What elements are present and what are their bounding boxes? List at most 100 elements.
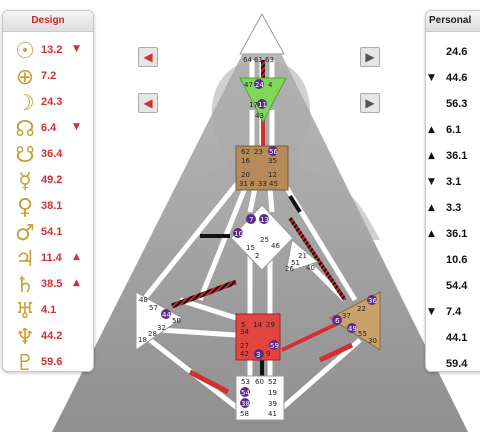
personality-direction-icon: ▲ bbox=[428, 125, 435, 135]
head-center bbox=[239, 12, 285, 55]
svg-text:28: 28 bbox=[148, 330, 157, 338]
design-gate-value: 24.3 bbox=[41, 96, 63, 108]
design-direction-icon: ▲ bbox=[73, 252, 80, 262]
svg-text:60: 60 bbox=[255, 378, 264, 386]
personality-row: 59.4 bbox=[426, 353, 480, 371]
design-row: ♂ 54.1 bbox=[3, 221, 93, 247]
svg-text:6: 6 bbox=[335, 317, 340, 325]
design-gate-value: 7.2 bbox=[41, 70, 57, 82]
svg-text:57: 57 bbox=[149, 304, 158, 312]
svg-text:11: 11 bbox=[258, 101, 267, 109]
arrow-left-icon: ◀ bbox=[143, 50, 153, 64]
svg-text:54: 54 bbox=[241, 389, 250, 397]
svg-text:63: 63 bbox=[265, 56, 274, 64]
g-center bbox=[230, 204, 294, 271]
prev-design-step-button[interactable]: ◀ bbox=[138, 93, 158, 113]
svg-text:4: 4 bbox=[268, 81, 273, 89]
personality-gate-value: 56.3 bbox=[446, 98, 468, 110]
design-gate-value: 59.6 bbox=[41, 356, 63, 368]
svg-text:23: 23 bbox=[254, 148, 263, 156]
personality-row: ▲3.3 bbox=[426, 197, 480, 223]
gate-labels: 64 61 63 47 24 4 17 11 43 62 23 56 16 35… bbox=[138, 56, 377, 418]
ajna-center bbox=[239, 77, 287, 124]
body-silhouette bbox=[52, 15, 468, 432]
svg-text:22: 22 bbox=[357, 305, 366, 313]
solar-plexus-center bbox=[329, 291, 381, 351]
neptune-icon: ♆ bbox=[15, 325, 35, 350]
svg-text:27: 27 bbox=[240, 342, 249, 350]
svg-text:32: 32 bbox=[157, 324, 166, 332]
design-gate-value: 13.2 bbox=[41, 44, 63, 56]
svg-text:18: 18 bbox=[138, 336, 147, 344]
personality-gate-value: 3.1 bbox=[446, 176, 462, 188]
personality-row: 44.1 bbox=[426, 327, 480, 353]
prev-design-button[interactable]: ◀ bbox=[138, 47, 158, 67]
svg-text:34: 34 bbox=[240, 328, 249, 336]
mars-icon: ♂ bbox=[15, 221, 35, 246]
design-row: ♃ 11.4 ▲ bbox=[3, 247, 93, 273]
svg-text:19: 19 bbox=[268, 389, 277, 397]
svg-text:52: 52 bbox=[268, 378, 277, 386]
svg-text:15: 15 bbox=[246, 244, 255, 252]
svg-text:17: 17 bbox=[249, 101, 258, 109]
personality-direction-icon: ▼ bbox=[428, 177, 435, 187]
svg-text:55: 55 bbox=[358, 330, 367, 338]
personality-row: ▼ 7.4 bbox=[426, 301, 480, 327]
sacral-center bbox=[235, 313, 281, 361]
svg-text:7: 7 bbox=[249, 216, 253, 224]
personality-row: 10.6 bbox=[426, 249, 480, 275]
venus-icon: ♀ bbox=[16, 195, 34, 220]
svg-text:59: 59 bbox=[270, 342, 279, 350]
south-node-icon: ☋ bbox=[15, 143, 35, 168]
ego-center bbox=[285, 239, 320, 273]
svg-text:21: 21 bbox=[298, 252, 307, 260]
design-panel: Design ☉13.2▼⊕7.2☽24.3☊6.4▼☋36.4☿49.2♀38… bbox=[2, 10, 94, 372]
personality-gate-value: 10.6 bbox=[446, 254, 468, 266]
design-gate-value: 6.4 bbox=[41, 122, 57, 134]
svg-text:3: 3 bbox=[256, 351, 260, 359]
jupiter-icon: ♃ bbox=[15, 247, 35, 272]
design-gate-value: 11.4 bbox=[41, 252, 62, 264]
svg-text:37: 37 bbox=[342, 312, 351, 320]
design-row: ☉13.2▼ bbox=[3, 39, 93, 65]
personality-gate-value: 44.1 bbox=[446, 332, 468, 344]
arrow-right-icon: ▶ bbox=[365, 96, 375, 110]
design-gate-value: 44.2 bbox=[41, 330, 63, 342]
svg-text:64: 64 bbox=[243, 56, 252, 64]
personality-direction-icon: ▲ bbox=[428, 151, 435, 161]
svg-text:12: 12 bbox=[268, 171, 277, 179]
next-personality-step-button[interactable]: ▶ bbox=[360, 93, 380, 113]
design-row: ☋36.4 bbox=[3, 143, 93, 169]
design-row: ☿49.2 bbox=[3, 169, 93, 195]
svg-text:38: 38 bbox=[241, 400, 250, 408]
design-row: ♇ 59.6 bbox=[3, 351, 93, 372]
svg-text:39: 39 bbox=[268, 400, 277, 408]
design-gate-value: 49.2 bbox=[41, 174, 63, 186]
personality-gate-value: 7.4 bbox=[446, 306, 462, 318]
design-gate-value: 54.1 bbox=[41, 226, 63, 238]
next-personality-button[interactable]: ▶ bbox=[360, 47, 380, 67]
svg-text:5: 5 bbox=[241, 321, 245, 329]
design-row: ♄38.5▲ bbox=[3, 273, 93, 299]
svg-text:44: 44 bbox=[162, 311, 171, 319]
north-node-icon: ☊ bbox=[15, 117, 35, 142]
design-row: ☊ 6.4 ▼ bbox=[3, 117, 93, 143]
svg-text:41: 41 bbox=[268, 410, 277, 418]
design-panel-title: Design bbox=[3, 11, 93, 32]
svg-text:42: 42 bbox=[240, 350, 249, 358]
personality-direction-icon: ▼ bbox=[428, 307, 435, 317]
svg-text:35: 35 bbox=[268, 157, 277, 165]
saturn-icon: ♄ bbox=[15, 273, 35, 298]
moon-icon: ☽ bbox=[15, 91, 35, 116]
root-center bbox=[235, 375, 285, 421]
svg-text:43: 43 bbox=[255, 112, 264, 120]
personality-gate-value: 54.4 bbox=[446, 280, 468, 292]
personality-direction-icon: ▲ bbox=[428, 203, 435, 213]
design-direction-icon: ▼ bbox=[73, 122, 80, 132]
pluto-icon: ♇ bbox=[15, 351, 35, 372]
personality-gate-value: 44.6 bbox=[446, 72, 468, 84]
design-row: ☽ 24.3 bbox=[3, 91, 93, 117]
design-row: ⊕7.2 bbox=[3, 65, 93, 91]
personality-gate-value: 24.6 bbox=[446, 46, 468, 58]
svg-text:61: 61 bbox=[254, 56, 263, 64]
